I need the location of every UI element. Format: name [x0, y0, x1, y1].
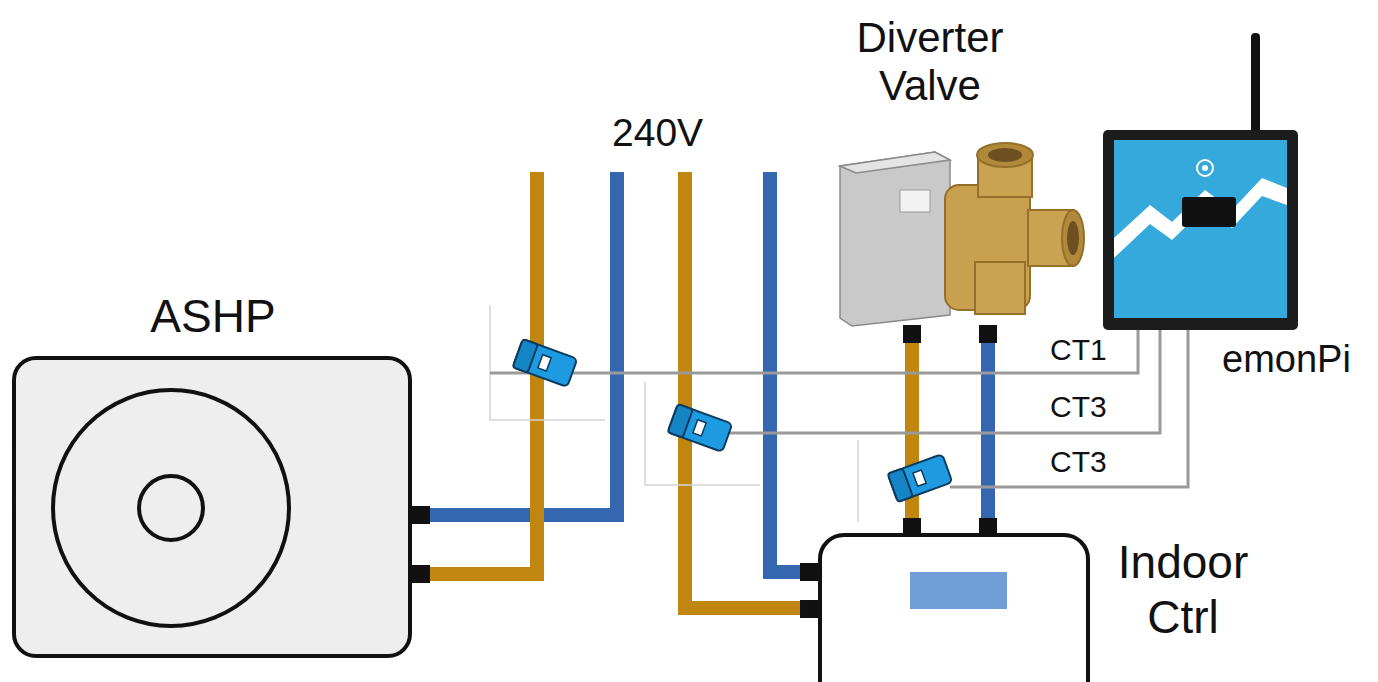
heat-pump-unit-outline [53, 390, 289, 626]
current-clamp [693, 420, 706, 436]
signal-label: CT1 [1048, 333, 1109, 366]
signal-label: CT3 [1048, 445, 1109, 478]
node-label: ASHP [12, 290, 414, 343]
energy-monitor-outline [1098, 28, 1370, 388]
indoor-controller-outline [910, 572, 1007, 609]
energy-monitor: emonPi [1098, 28, 1370, 388]
power-wire [685, 172, 808, 608]
current-clamp [913, 470, 926, 486]
current-clamp [888, 468, 913, 502]
current-clamp [513, 339, 578, 387]
wire-terminal [800, 600, 818, 618]
wire-terminal [410, 565, 430, 583]
wire-terminal [903, 325, 921, 343]
wire-terminal [979, 325, 997, 343]
current-clamp [513, 339, 953, 502]
heat-pump-unit-outline [12, 288, 414, 660]
current-clamp [513, 339, 578, 387]
diverter-valve-outline [1067, 221, 1079, 255]
energy-monitor-outline [1251, 33, 1260, 135]
diverter-valve-outline [977, 143, 1033, 167]
current-clamp [513, 339, 538, 373]
indoor-controller: Indoor Ctrl [818, 533, 1273, 682]
diverter-valve-outline [900, 190, 930, 212]
current-clamp [888, 454, 953, 502]
diverter-valve: Diverter Valve [835, 6, 1085, 332]
energy-monitor-outline [1103, 130, 1298, 330]
current-clamp [888, 454, 953, 502]
ct-cable [490, 318, 1188, 487]
wire-terminal [410, 506, 430, 524]
clamp-wrap-line [857, 440, 859, 522]
ct-cable [725, 318, 1160, 433]
diverter-valve-outline [988, 148, 1022, 162]
heat-pump-unit-outline [139, 476, 203, 540]
energy-monitor-outline [1114, 140, 1287, 318]
diverter-valve-outline [840, 152, 950, 326]
current-clamp [538, 355, 551, 371]
energy-monitor-outline [1202, 165, 1208, 171]
diverter-valve-outline [840, 152, 950, 173]
diverter-valve-outline [1062, 210, 1084, 266]
energy-monitor-outline [1114, 178, 1287, 258]
ct-cable [950, 318, 1188, 487]
heat-pump-unit: ASHP [12, 288, 414, 660]
signal-label: CT3 [1048, 390, 1109, 423]
clamp-wrap-line [490, 305, 605, 420]
signal-label: 240V [610, 112, 705, 155]
current-clamp [668, 404, 693, 438]
heat-pump-unit-outline [14, 358, 410, 656]
wire-terminal [800, 563, 818, 581]
indoor-controller-outline [820, 535, 1088, 682]
node-label: Indoor Ctrl [1108, 535, 1258, 645]
current-clamp [668, 404, 733, 452]
diverter-valve-outline [975, 262, 1025, 314]
energy-monitor-outline [1182, 197, 1236, 227]
node-label: Diverter Valve [840, 14, 1020, 111]
current-clamp [668, 404, 733, 452]
energy-monitor-outline [1197, 160, 1213, 176]
node-label: emonPi [1222, 338, 1351, 382]
power-wire [430, 172, 808, 608]
clamp-wrap-line [490, 305, 858, 522]
ct-cable [490, 318, 1138, 373]
power-wire [430, 172, 617, 515]
